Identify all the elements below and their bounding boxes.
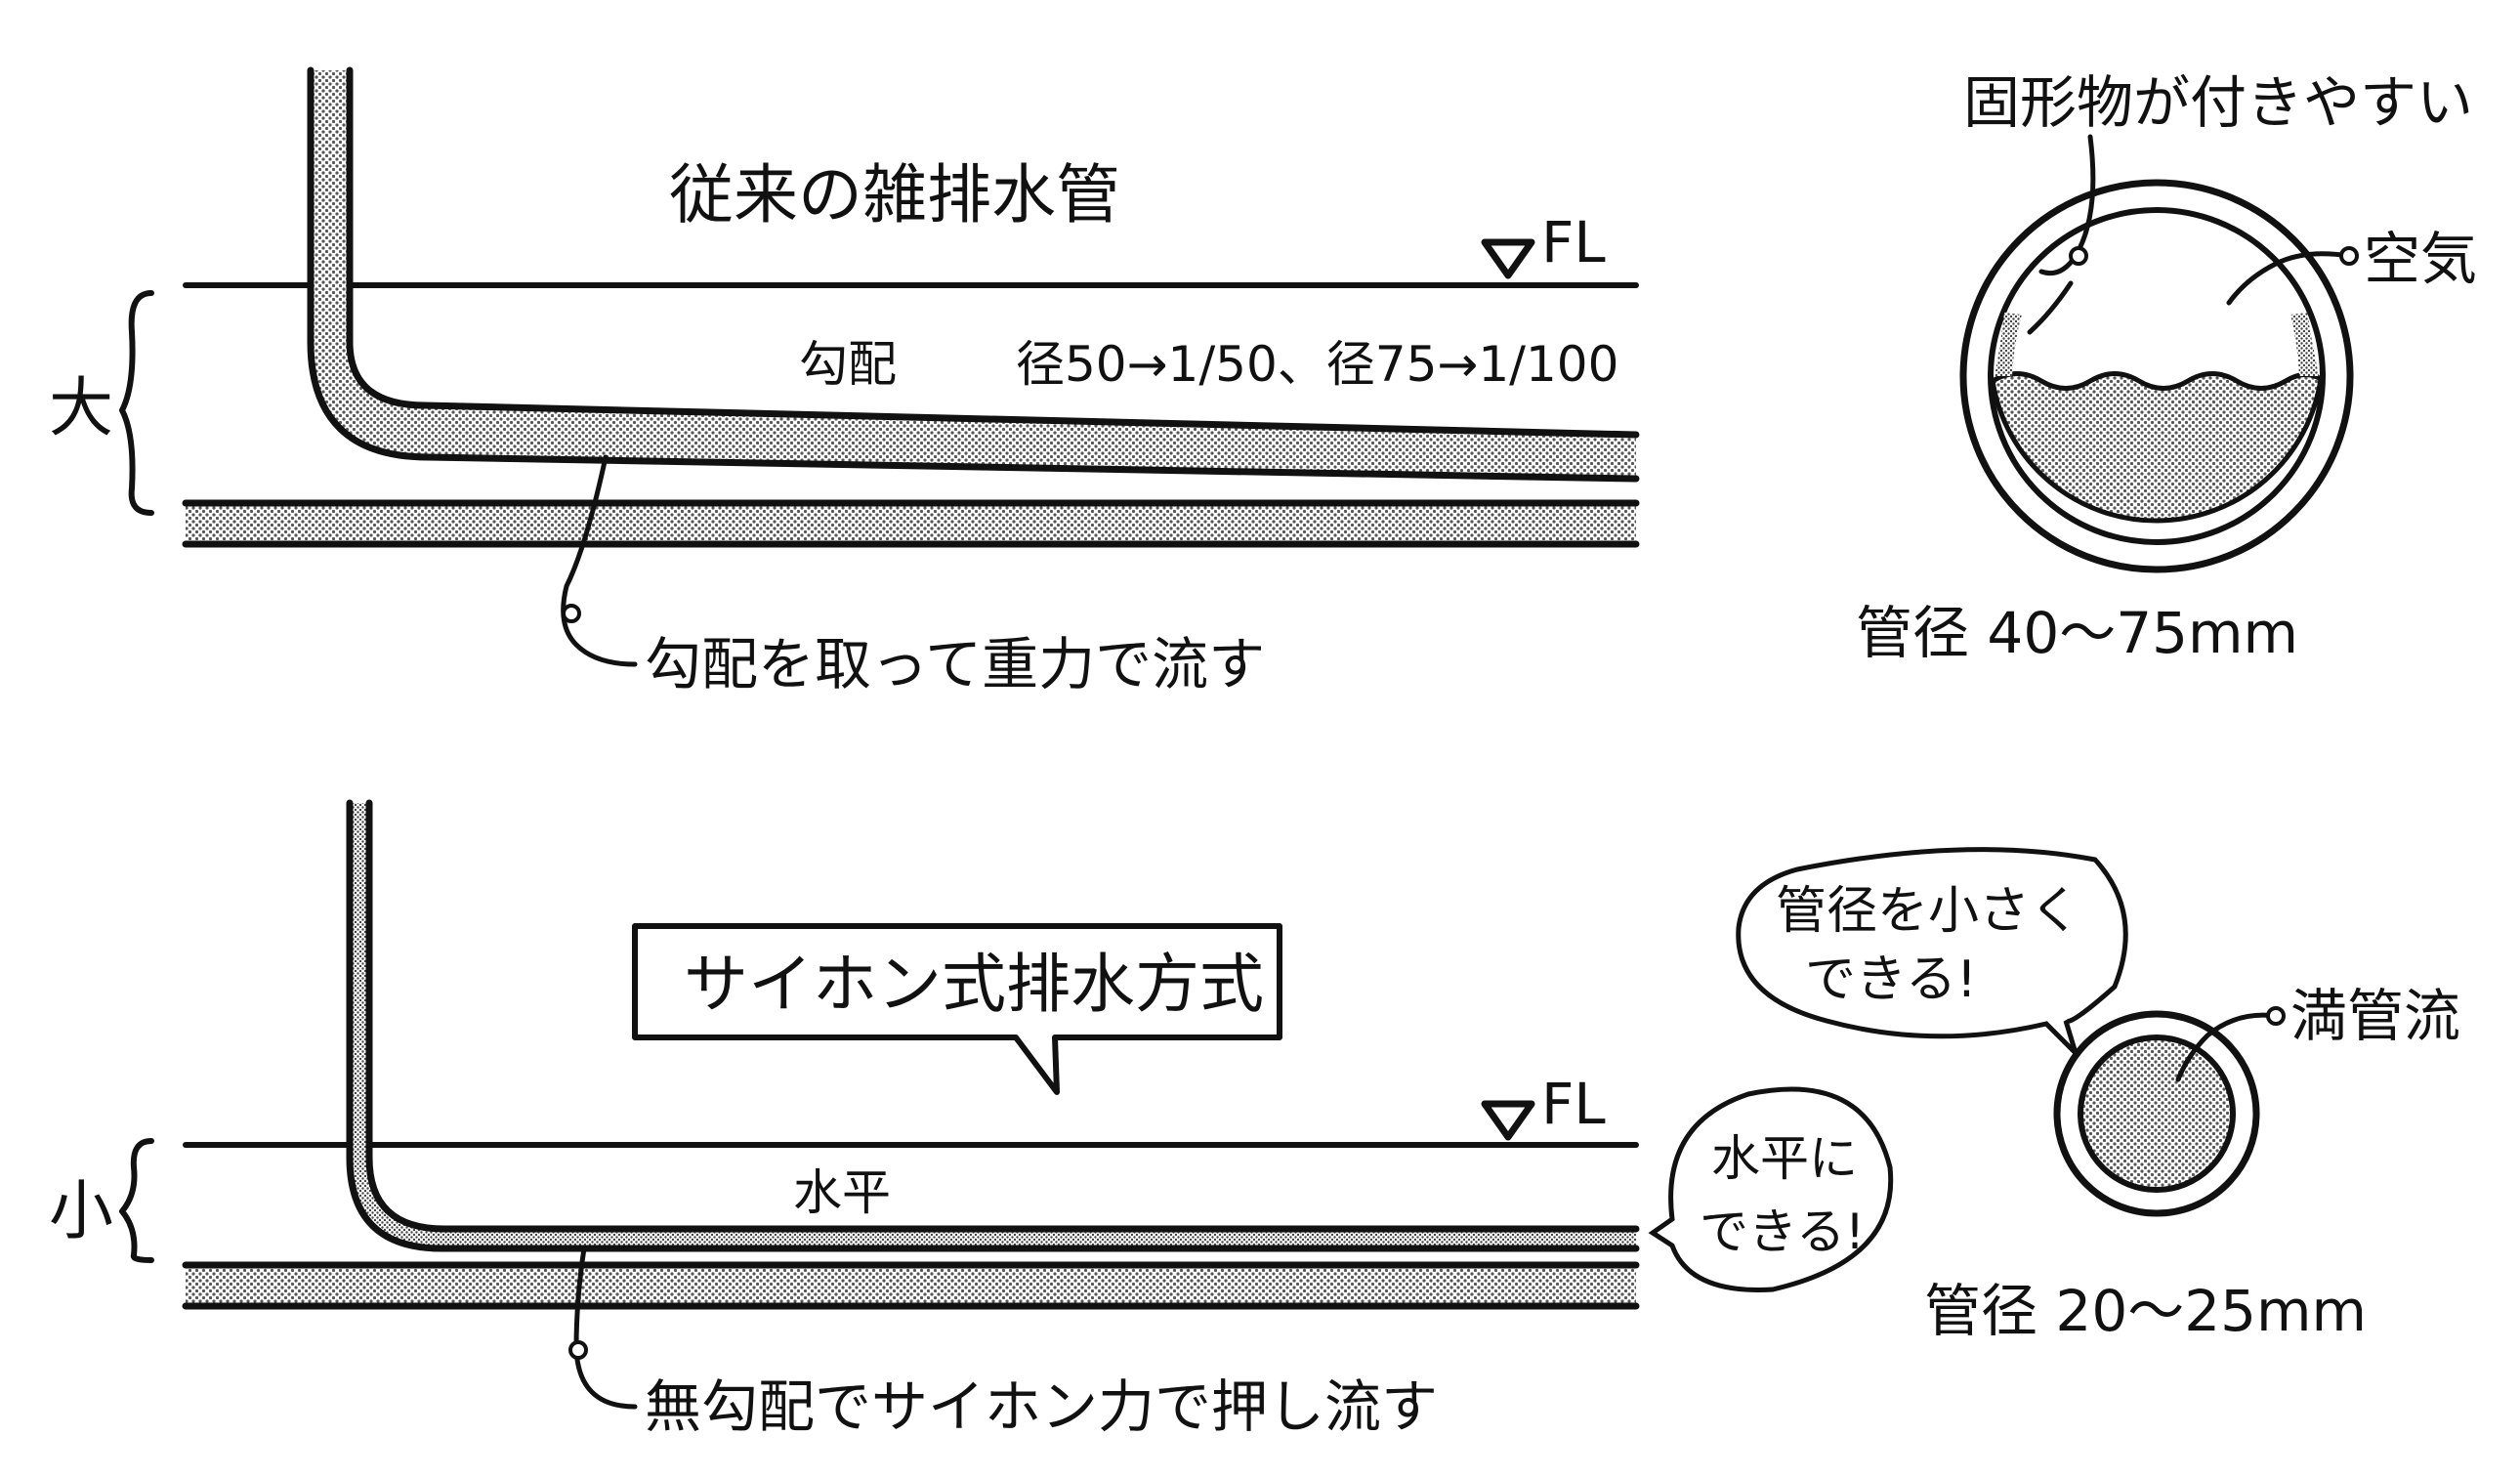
bottom-fl-label: FL [1541, 1071, 1606, 1137]
bottom-section-flow-dot [2266, 1006, 2286, 1026]
top-callout-text: 勾配を取って重力で流す [645, 631, 1265, 697]
top-section-residue-left [1995, 313, 2022, 376]
bottom-pipe-cross-section [2053, 1010, 2260, 1217]
top-section-air-dot [2339, 246, 2359, 266]
top-section-air-label: 空気 [2364, 226, 2477, 292]
top-pipe-fill [311, 70, 1636, 479]
top-callout-leader [561, 454, 638, 667]
top-section: 大 従来の雑排水管 FL 勾配 径50→1/50、径75→1/100 勾配を取っ… [49, 66, 2477, 697]
bottom-section-inner-fill [2078, 1035, 2236, 1193]
bottom-pipe-outer-wall [346, 799, 1640, 1252]
bottom-size-label: 小 [49, 1173, 113, 1248]
top-section-residue-right [2290, 313, 2319, 376]
top-section-diameter: 管径 40～75mm [1856, 600, 2298, 666]
bottom-right-bubble-line-2: できる! [1700, 1204, 1865, 1260]
bottom-section: 小 サイホン式排水方式 FL 水平 水平に できる! 無勾配でサイホン力で押し流… [49, 799, 2460, 1440]
bottom-pipe-inner-wall [365, 799, 1640, 1233]
top-gradient-spec: 径50→1/50、径75→1/100 [1016, 336, 1618, 393]
top-fl-label: FL [1541, 209, 1606, 275]
top-size-brace [119, 290, 154, 516]
bottom-level-label: 水平 [793, 1164, 891, 1221]
bottom-section-flow-label: 満管流 [2290, 983, 2460, 1049]
top-section-note: 固形物が付きやすい [1963, 69, 2473, 136]
top-pipe-cross-section [1959, 179, 2354, 573]
top-section-air-leader [2226, 251, 2352, 306]
bottom-callout-text: 無勾配でサイホン力で押し流す [645, 1373, 1438, 1440]
bottom-callout-dot [568, 1340, 588, 1360]
bottom-size-brace [119, 1138, 154, 1263]
bottom-box-title: サイホン式排水方式 [684, 947, 1264, 1022]
top-section-note-dot [2069, 246, 2088, 266]
bottom-section-bubble-line-2: できる! [1805, 950, 1977, 1009]
top-section-water [1990, 371, 2324, 524]
bottom-section-bubble-line-1: 管径を小さく [1776, 882, 2080, 941]
bottom-section-bubble [1736, 847, 2128, 1055]
bottom-section-diameter: 管径 20～25mm [1924, 1278, 2367, 1344]
top-pipe-inner-wall [346, 66, 1640, 439]
top-pipe-outer-wall [307, 66, 1640, 483]
top-title: 従来の雑排水管 [669, 157, 1120, 232]
bottom-section-flow-leader [2175, 1012, 2279, 1082]
top-size-label: 大 [49, 370, 113, 445]
bottom-slab-fill [186, 1265, 1636, 1304]
top-fl-triangle-icon [1481, 238, 1535, 279]
bottom-fl-triangle-icon [1481, 1100, 1535, 1141]
top-slab-fill [186, 503, 1636, 542]
bottom-title-box [632, 923, 1282, 1095]
bottom-right-bubble-line-1: 水平に [1711, 1130, 1858, 1187]
bottom-right-bubble [1648, 1086, 1894, 1292]
top-gradient-label: 勾配 [799, 336, 897, 393]
top-callout-dot [562, 604, 581, 623]
